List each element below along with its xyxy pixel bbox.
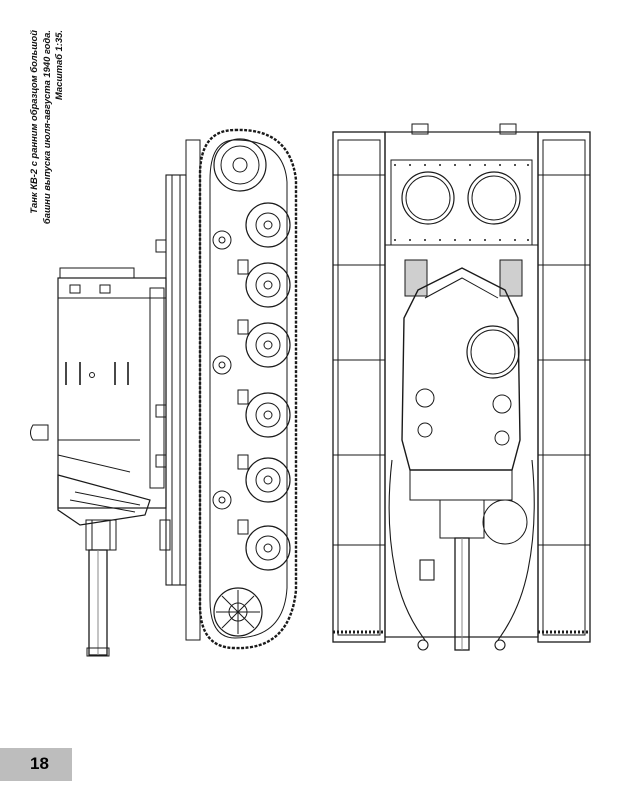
turret-side <box>30 267 167 657</box>
right-track-top <box>537 131 591 643</box>
hull-side <box>155 139 201 641</box>
turret-top <box>401 267 528 545</box>
track-side <box>198 128 298 650</box>
left-track-top <box>332 131 386 643</box>
gun-top <box>454 537 470 651</box>
tow-cables <box>388 459 535 651</box>
page-number-tab: 18 <box>0 748 72 781</box>
page-number: 18 <box>30 754 49 773</box>
hull-top <box>384 123 539 638</box>
side-view <box>30 128 298 657</box>
top-view <box>332 123 591 651</box>
